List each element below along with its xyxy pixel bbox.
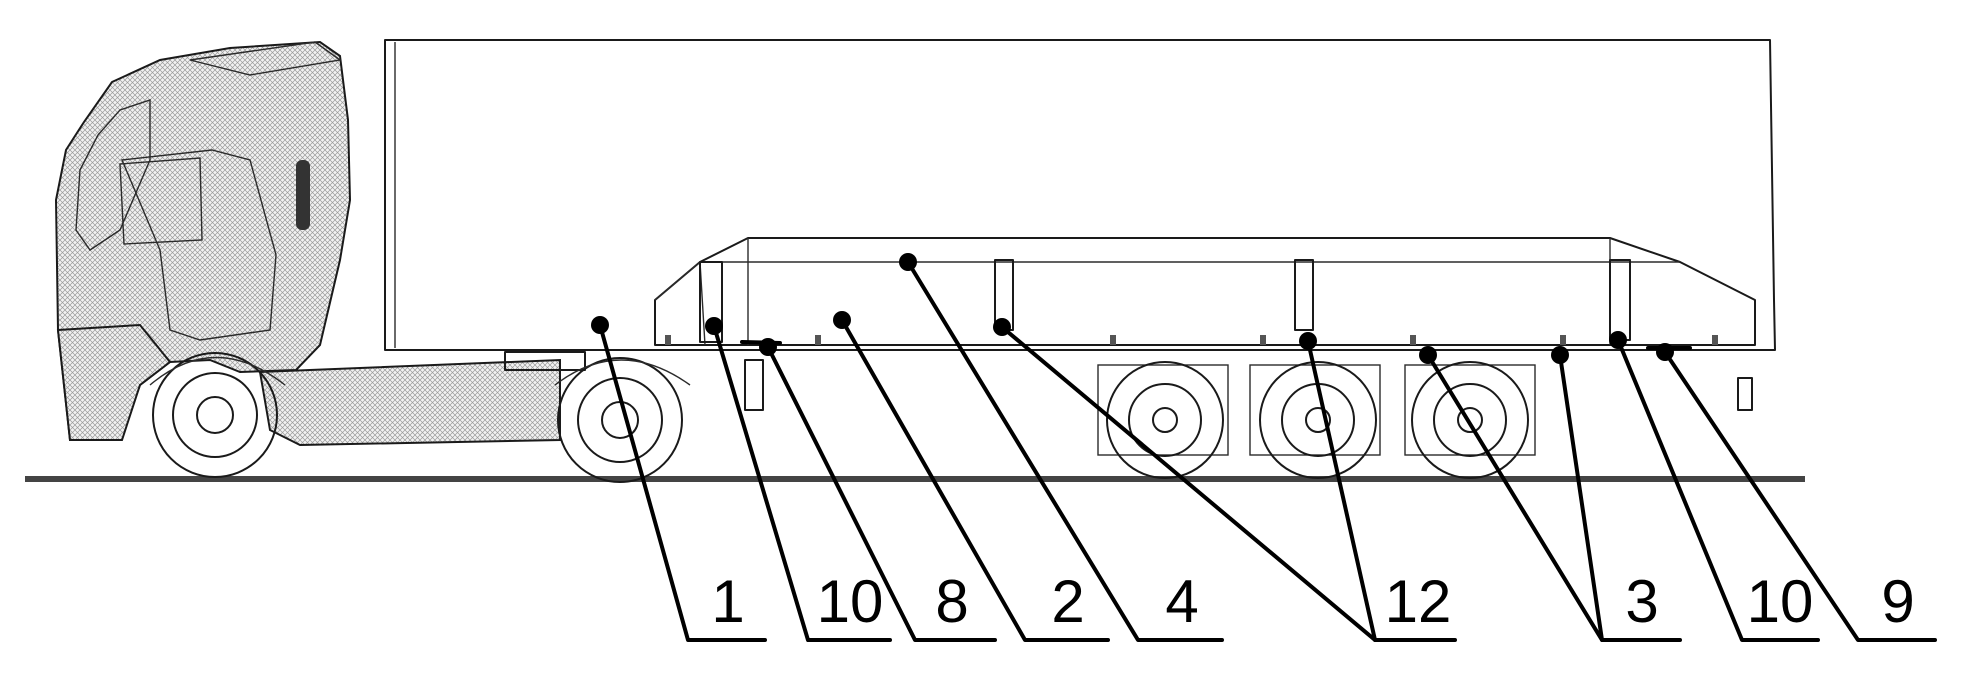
rear-light xyxy=(1737,377,1753,411)
landing-leg xyxy=(744,359,764,411)
leader-10b xyxy=(1616,338,1820,642)
callout-8: 8 xyxy=(935,568,968,635)
callout-9: 9 xyxy=(1881,568,1914,635)
callout-10-right: 10 xyxy=(1747,568,1814,635)
tractor-unit xyxy=(54,40,586,447)
leader-1 xyxy=(598,323,767,642)
axle-3 xyxy=(1404,361,1536,479)
front-wheel-arch xyxy=(149,356,286,386)
point-3b xyxy=(1551,346,1569,364)
post-front xyxy=(699,261,723,343)
chassis-fairing xyxy=(258,358,561,447)
leader-lines xyxy=(591,253,1937,642)
fifth-wheel xyxy=(504,351,586,371)
door-outline xyxy=(120,149,277,341)
point-12a xyxy=(993,318,1011,336)
leader-3b xyxy=(1558,353,1604,642)
callout-10-left: 10 xyxy=(817,568,884,635)
point-10a xyxy=(705,317,723,335)
roof-spoiler xyxy=(189,41,342,76)
leader-8 xyxy=(766,345,997,642)
frame-brackets xyxy=(665,335,1718,345)
mirror xyxy=(296,160,310,230)
tractor-wheels xyxy=(149,352,691,483)
callout-2: 2 xyxy=(1051,568,1084,635)
leader-12b xyxy=(1306,339,1377,642)
callout-3: 3 xyxy=(1625,568,1658,635)
point-3a xyxy=(1419,346,1437,364)
callout-1: 1 xyxy=(711,568,744,635)
callout-labels: 1 10 8 2 4 12 3 10 9 xyxy=(711,568,1914,635)
post-c xyxy=(1609,259,1631,341)
leader-2 xyxy=(840,318,1110,642)
point-8 xyxy=(759,338,777,356)
point-4 xyxy=(899,253,917,271)
point-9 xyxy=(1656,343,1674,361)
point-1 xyxy=(591,316,609,334)
leader-9 xyxy=(1663,350,1937,642)
callout-4: 4 xyxy=(1165,568,1198,635)
post-b xyxy=(1294,259,1314,331)
rear-wheel xyxy=(557,357,683,483)
point-2 xyxy=(833,311,851,329)
windshield xyxy=(75,99,151,251)
front-bumper xyxy=(56,323,172,441)
rear-wheel-arch xyxy=(554,359,691,386)
leader-4 xyxy=(906,260,1224,642)
front-wheel xyxy=(152,352,278,478)
point-12b xyxy=(1299,332,1317,350)
cargo-box xyxy=(384,39,1776,351)
callout-12: 12 xyxy=(1385,568,1452,635)
trailer-frame xyxy=(654,237,1756,346)
side-window xyxy=(119,157,203,245)
leader-10a xyxy=(712,324,892,642)
point-10b xyxy=(1609,331,1627,349)
